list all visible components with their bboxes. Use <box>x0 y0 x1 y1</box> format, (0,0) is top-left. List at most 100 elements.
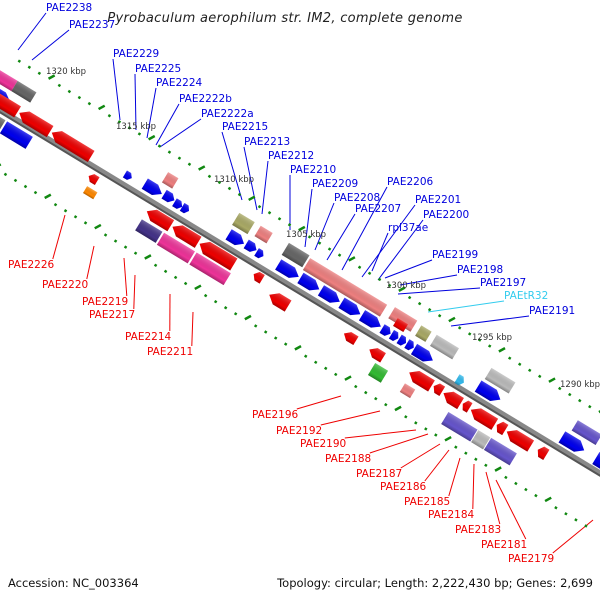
scale-label: 1295 kbp <box>472 333 512 343</box>
gene-feature-shade <box>141 178 162 196</box>
scale-tick <box>374 396 378 401</box>
scale-tick <box>127 126 132 130</box>
gene-label[interactable]: PAE2206 <box>387 176 434 188</box>
gene-feature-shade <box>51 131 95 162</box>
scale-tick <box>348 256 356 262</box>
gene-label[interactable]: PAE2183 <box>455 524 501 536</box>
leader-line <box>344 429 417 439</box>
scale-tick <box>217 180 222 185</box>
leader-line <box>472 463 475 510</box>
scale-tick <box>337 253 342 257</box>
gene-label[interactable]: PAE2229 <box>113 48 159 60</box>
scale-tick <box>364 390 368 395</box>
gene-label[interactable]: PAE2211 <box>147 346 193 358</box>
leader-line <box>123 257 128 297</box>
scale-tick <box>404 415 408 419</box>
gene-feature-shade <box>433 383 446 396</box>
scale-tick <box>568 392 572 397</box>
gene-label[interactable]: PAE2210 <box>290 164 336 176</box>
gene-feature-shade <box>388 329 399 341</box>
gene-label[interactable]: PAE2226 <box>8 259 55 271</box>
gene-feature-shade <box>369 348 386 363</box>
gene-feature-shade <box>506 430 535 452</box>
scale-tick <box>117 120 122 124</box>
gene-label[interactable]: rpl37ae <box>388 222 428 234</box>
gene-label[interactable]: PAE2215 <box>222 121 268 133</box>
leader-line <box>112 58 121 121</box>
gene-label[interactable]: PAE2199 <box>432 249 478 261</box>
scale-tick <box>213 299 218 304</box>
scale-tick <box>194 284 202 291</box>
gene-label[interactable]: PAE2192 <box>276 425 322 437</box>
scale-tick <box>538 374 542 379</box>
scale-tick <box>444 435 452 442</box>
gene-label[interactable]: PAE2213 <box>244 136 290 148</box>
gene-label[interactable]: PAE2220 <box>42 279 88 291</box>
gene-label[interactable]: PAE2238 <box>46 2 92 14</box>
gene-label[interactable]: PAEtR32 <box>504 290 548 302</box>
scale-tick <box>223 306 228 310</box>
gene-label[interactable]: PAE2207 <box>355 203 401 215</box>
gene-label[interactable]: PAE2201 <box>415 194 461 206</box>
gene-feature-shade <box>122 170 132 180</box>
gene-label[interactable]: PAE2200 <box>423 209 469 221</box>
scale-tick <box>177 156 182 160</box>
scale-tick <box>564 512 568 516</box>
scale-tick <box>203 293 208 298</box>
leader-line <box>448 457 461 497</box>
gene-label[interactable]: PAE2214 <box>125 331 172 343</box>
gene-label[interactable]: PAE2209 <box>312 178 358 190</box>
gene-features <box>0 60 600 496</box>
scale-tick <box>407 295 412 300</box>
gene-label[interactable]: PAE2222a <box>201 108 254 120</box>
scale-tick <box>427 307 432 312</box>
gene-label[interactable]: PAE2198 <box>457 264 503 276</box>
label-leaders: PAE2238PAE2237PAE2229PAE2225PAE2224PAE22… <box>8 2 594 565</box>
gene-feature-shade <box>430 334 459 360</box>
gene-label[interactable]: PAE2191 <box>529 305 575 317</box>
gene-label[interactable]: PAE2184 <box>428 509 475 521</box>
gene-label[interactable]: PAE2190 <box>300 438 346 450</box>
gene-label[interactable]: PAE2212 <box>268 150 314 162</box>
scale-tick <box>448 316 456 323</box>
gene-label[interactable]: PAE2197 <box>480 277 526 289</box>
gene-label[interactable]: PAE2219 <box>82 296 128 308</box>
gene-label[interactable]: PAE2217 <box>89 309 135 321</box>
scale-tick <box>528 368 532 373</box>
gene-feature-shade <box>225 229 245 246</box>
scale-tick <box>183 281 188 286</box>
gene-label[interactable]: PAE2224 <box>156 77 203 89</box>
leader-line <box>326 213 356 261</box>
gene-label[interactable]: PAE2188 <box>325 453 371 465</box>
scale-tick <box>33 190 38 195</box>
leader-line <box>377 219 424 281</box>
gene-label[interactable]: PAE2208 <box>334 192 380 204</box>
gene-label[interactable]: PAE2185 <box>404 496 450 508</box>
gene-feature-shade <box>379 324 391 336</box>
accession-label: Accession: NC_003364 <box>8 576 139 590</box>
gene-feature-shade <box>471 430 491 450</box>
gene-feature-shade <box>19 111 54 138</box>
gene-label[interactable]: PAE2187 <box>356 468 402 480</box>
gene-feature-shade <box>571 420 600 445</box>
gene-label[interactable]: PAE2179 <box>508 553 554 565</box>
gene-label[interactable]: PAE2186 <box>380 481 427 493</box>
scale-tick <box>354 384 358 389</box>
leader-line <box>31 29 70 61</box>
gene-feature-shade <box>297 272 320 291</box>
scale-tick <box>157 144 162 148</box>
gene-feature-shade <box>254 225 273 244</box>
leader-line <box>159 118 202 148</box>
gene-label[interactable]: PAE2181 <box>481 539 527 551</box>
gene-label[interactable]: PAE2222b <box>179 93 232 105</box>
gene-label[interactable]: PAE2196 <box>252 409 299 421</box>
gene-feature-shade <box>483 437 517 466</box>
leader-line <box>314 202 335 251</box>
gene-label[interactable]: PAE2225 <box>135 63 181 75</box>
gene-label[interactable]: PAE2237 <box>69 19 115 31</box>
gene-feature-shade <box>172 225 202 248</box>
scale-tick <box>454 445 458 449</box>
gene-feature-shade <box>232 212 255 235</box>
gene-feature-shade <box>410 343 433 362</box>
gene-feature-shade <box>404 339 414 351</box>
